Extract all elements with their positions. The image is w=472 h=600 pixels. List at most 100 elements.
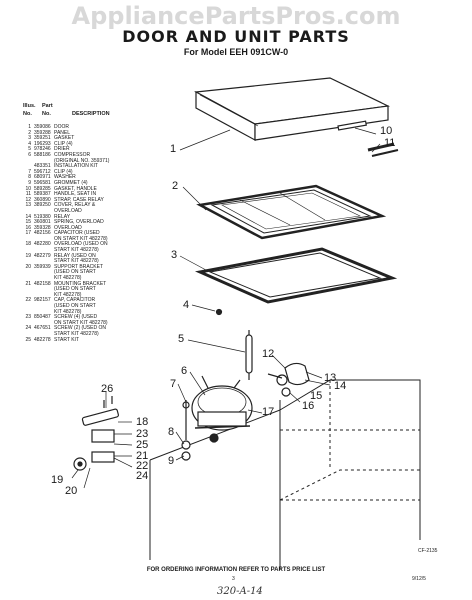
callout-26: 26 [101, 383, 114, 395]
callout-20: 20 [65, 485, 78, 497]
part-description: MOUNTING BRACKET (USED ON START KIT 4822… [54, 280, 107, 298]
header-part: Part [42, 103, 53, 109]
part-illus-no: 17 [25, 230, 31, 237]
drawing-code: CF-2135 [418, 548, 438, 554]
part-illus-no: 5 [28, 146, 31, 153]
part-number: 360801 [34, 219, 51, 226]
callout-18: 18 [136, 416, 149, 428]
part-number: 359328 [34, 224, 51, 231]
part-number: 196293 [34, 140, 51, 147]
callout-13: 13 [324, 372, 337, 384]
part-illus-no: 9 [28, 179, 31, 186]
page-subtitle: For Model EEH 091CW-0 [183, 47, 289, 57]
page-title: DOOR AND UNIT PARTS [122, 27, 350, 46]
part-description: CLIP (4) [54, 168, 73, 175]
panel-drawing [196, 184, 387, 240]
callout-17: 17 [262, 406, 275, 418]
part-illus-no: 22 [25, 297, 31, 304]
part-description: STRAP, CASE RELAY [54, 196, 104, 203]
part-number: 589387 [34, 191, 51, 198]
gasket-drawing [194, 247, 398, 304]
part-description: RELAY (USED ON START KIT 482278) [54, 252, 99, 265]
callout-14: 14 [334, 380, 347, 392]
header-description: DESCRIPTION [72, 111, 110, 117]
page-number: 3 [232, 576, 235, 582]
door-drawing [194, 77, 399, 157]
part-number: 360890 [34, 196, 51, 203]
callout-1: 1 [170, 143, 177, 155]
callout-12: 12 [262, 348, 275, 360]
part-description: SCREW (4) (USED ON START KIT 482278) [54, 314, 108, 326]
start-kit-drawing [73, 396, 119, 471]
callout-24: 24 [136, 470, 149, 482]
part-description: CLIP (4) [54, 140, 73, 147]
part-number: 978246 [34, 146, 51, 153]
part-description: RELAY [54, 213, 71, 220]
part-description: OVERLOAD (USED ON START KIT 482278) [54, 241, 108, 254]
relay-drawing [267, 362, 310, 397]
part-description: PANEL [54, 129, 71, 136]
part-illus-no: 1 [28, 124, 31, 130]
part-illus-no: 20 [25, 263, 31, 270]
part-number: 482278 [34, 336, 51, 343]
part-illus-no: 15 [25, 219, 31, 226]
handwritten-note: 320-A-14 [217, 586, 263, 597]
part-number: 589285 [34, 185, 51, 192]
header-part-no: No. [42, 111, 51, 117]
part-illus-no: 24 [25, 325, 31, 332]
part-number: 359251 [34, 135, 51, 142]
leader-lines [71, 127, 381, 489]
part-illus-no: 14 [25, 213, 31, 220]
part-number: 588186 [34, 151, 51, 158]
callout-6: 6 [181, 365, 188, 377]
drier-drawing [245, 330, 253, 380]
part-number: 982157 [34, 297, 51, 304]
part-number: 467651 [34, 325, 51, 332]
cabinet-drawing [149, 379, 421, 570]
mount-hardware-drawing [181, 400, 191, 461]
part-number: 389250 [34, 202, 51, 209]
part-illus-no: 21 [25, 280, 31, 287]
part-illus-no: 18 [25, 241, 31, 248]
part-description: WASHER [54, 174, 76, 181]
part-number: 596712 [34, 168, 51, 175]
callout-10: 10 [380, 125, 393, 137]
part-illus-no: 4 [28, 140, 31, 147]
header-no: No. [23, 111, 32, 117]
part-illus-no: 13 [25, 202, 31, 209]
callout-19: 19 [51, 474, 64, 486]
watermark: AppliancePartsPros.com [71, 2, 401, 30]
callout-15: 15 [310, 390, 323, 402]
footer-note: FOR ORDERING INFORMATION REFER TO PARTS … [146, 567, 326, 573]
part-illus-no: 10 [25, 185, 31, 192]
part-description: SPRING, OVERLOAD [54, 219, 104, 226]
part-description: GROMMET (4) [54, 179, 88, 186]
part-description: CAP, CAPACITOR (USED ON START KIT 482278… [54, 297, 96, 315]
part-illus-no: 6 [28, 151, 31, 158]
part-illus-no: 16 [25, 224, 31, 231]
part-description: CAPACITOR (USED ON START KIT 482278) [54, 230, 108, 242]
callout-23: 23 [136, 428, 149, 440]
part-number: 680971 [34, 174, 51, 181]
part-description: SCREW (2) (USED ON START KIT 482278) [54, 325, 106, 337]
callout-16: 16 [302, 400, 315, 412]
